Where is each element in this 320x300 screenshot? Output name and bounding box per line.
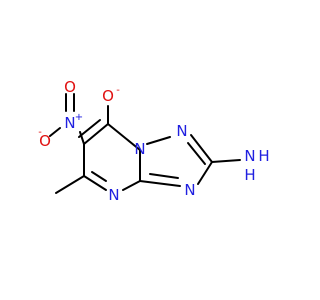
bond-n8-c7 [107, 123, 141, 151]
bond-n1-c2-double [187, 142, 206, 165]
atom-nitro-o2: O [39, 132, 51, 150]
atom-n-ring-bottom-right: N [184, 181, 195, 199]
bond-n3-c3a-double [149, 173, 179, 179]
molecule-structure: N N N N N H H O - N + O O - [38, 78, 269, 204]
atom-labels: N N N N N H H O - N + O O - [38, 78, 269, 204]
atom-n-ring-bridge: N [134, 140, 145, 158]
atom-nitro-o1: O [64, 78, 76, 96]
bond-c7-c6-double [78, 119, 101, 138]
atom-oxide-charge: - [116, 85, 120, 96]
bonds [49, 93, 241, 194]
bond-c2-nh2 [211, 159, 241, 163]
bond-n4-c3a [122, 180, 141, 191]
atom-nitro-n: N [64, 114, 75, 132]
atom-amino-h1: H [258, 147, 269, 165]
bond-c5-methyl [55, 175, 85, 194]
atom-nitro-n-charge: + [75, 112, 83, 123]
bond-c5-n4-double [91, 171, 107, 182]
atom-n-ring-top: N [176, 122, 187, 140]
atom-nitro-o2-charge: - [38, 127, 42, 138]
atom-n-ring-bottom: N [108, 186, 119, 204]
bond-c6-nitro [79, 131, 85, 145]
atom-amino-h2: H [244, 166, 255, 184]
bond-n1-c2 [190, 134, 213, 163]
bond-n3-c3a [139, 180, 181, 187]
bond-n8-n1 [146, 136, 171, 145]
bond-nitro-o2 [49, 127, 61, 137]
atom-amino-n: N [244, 147, 255, 165]
bond-c5-n4 [83, 175, 107, 191]
atom-oxide-o: O [102, 87, 114, 105]
bond-c2-n3 [197, 161, 213, 185]
bond-c7-c6 [83, 123, 109, 145]
